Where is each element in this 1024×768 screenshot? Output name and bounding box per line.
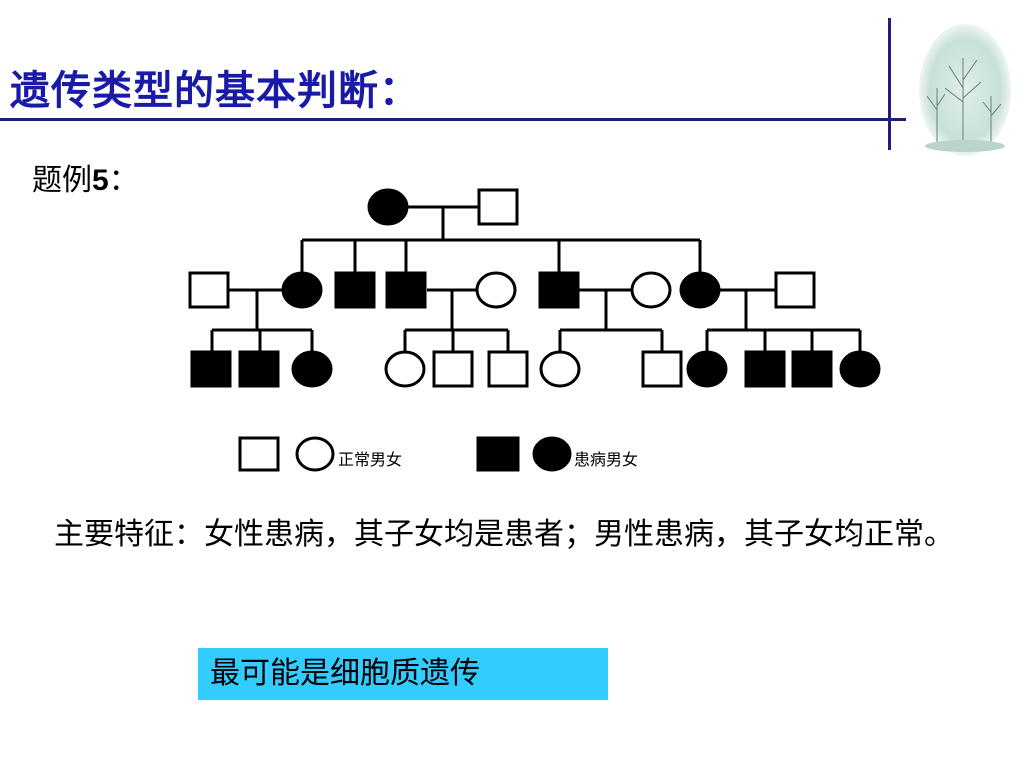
pedigree-I-2-normal-male [477,188,519,226]
pedigree-III-4-normal-female [384,350,426,388]
pedigree-II-7-normal-female [630,271,672,309]
legend-affected-female-symbol [532,436,572,472]
pedigree-III-11-affected-male [791,350,833,388]
conclusion-box: 最可能是细胞质遗传 [198,648,608,700]
winter-trees-image [919,24,1011,156]
pedigree-II-6-affected-male [538,271,580,309]
pedigree-III-5-normal-male [432,350,474,388]
pedigree-III-12-affected-female [839,350,881,388]
page-title: 遗传类型的基本判断： [10,68,420,114]
example-number: 5 [92,164,109,197]
title-underline [0,118,906,121]
example-prefix: 题例 [32,163,92,198]
legend-affected-male-symbol [476,436,520,472]
pedigree-II-1-normal-male [188,271,230,309]
legend-normal-label: 正常男女 [338,450,403,469]
pedigree-lines [210,205,862,352]
pedigree-II-2-affected-female [281,271,323,309]
example-colon: ： [108,163,139,198]
pedigree-III-2-affected-male [238,350,280,388]
pedigree-III-8-normal-male [641,350,683,388]
pedigree-III-7-normal-female [539,350,581,388]
legend-normal-male-symbol [238,436,280,472]
vertical-divider [888,18,891,150]
legend-normal-female-symbol [295,436,335,472]
pedigree-III-1-affected-male [190,350,232,388]
pedigree-II-3-affected-male [334,271,376,309]
pedigree-III-6-normal-male [487,350,529,388]
pedigree-III-10-affected-male [744,350,786,388]
pedigree-III-3-affected-female [291,350,333,388]
pedigree-I-1-affected-female [367,188,409,226]
legend-affected-label: 患病男女 [574,450,639,469]
pedigree-II-5-normal-female [475,271,517,309]
pedigree-II-8-affected-female [679,271,721,309]
pedigree-III-9-affected-female [686,350,728,388]
main-feature-text: 主要特征：女性患病，其子女均是患者；男性患病，其子女均正常。 [54,517,954,552]
pedigree-II-9-normal-male [774,271,816,309]
example-label: 题例5： [32,155,139,199]
pedigree-II-4-affected-male [385,271,427,309]
